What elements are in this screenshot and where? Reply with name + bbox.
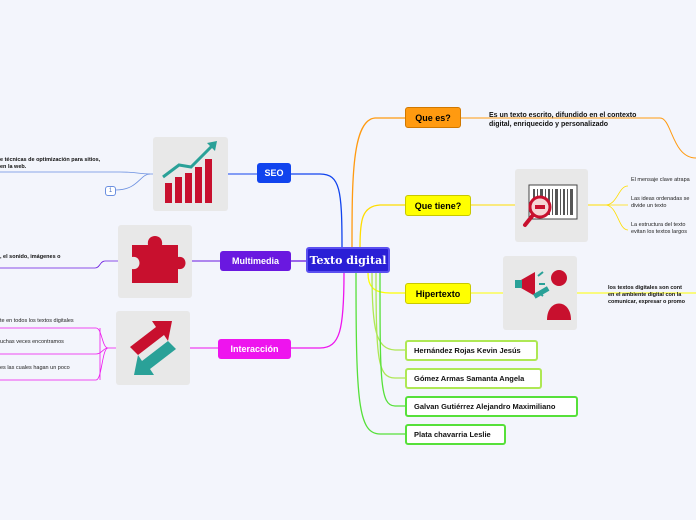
que-tiene-item-3: La estructura del texto evitan los texto… xyxy=(631,222,687,235)
puzzle-piece-icon xyxy=(118,225,192,298)
topic-que-tiene[interactable]: Que tiene? xyxy=(405,195,471,216)
que-tiene-item-1: El mensaje clave atrapa xyxy=(631,177,690,183)
que-tiene-item-2: Las ideas ordenadas se divide un texto xyxy=(631,196,690,209)
interaccion-item: es las cuales hagan un poco xyxy=(0,365,70,371)
central-topic[interactable]: Texto digital xyxy=(306,247,390,273)
hipertexto-description: los textos digitales son cont en el ambi… xyxy=(608,285,686,305)
topic-seo[interactable]: SEO xyxy=(257,163,291,183)
megaphone-person-icon xyxy=(503,256,577,330)
note-count-badge[interactable]: 1 xyxy=(105,186,116,196)
topic-hipertexto[interactable]: Hipertexto xyxy=(405,283,471,304)
barcode-magnifier-icon xyxy=(515,169,588,242)
name-item[interactable]: Hernández Rojas Kevin Jesús xyxy=(405,340,538,361)
topic-que-es[interactable]: Que es? xyxy=(405,107,461,128)
que-es-description: Es un texto escrito, difundido en el con… xyxy=(489,112,637,128)
name-item[interactable]: Gómez Armas Samanta Angela xyxy=(405,368,542,389)
name-item[interactable]: Galvan Gutiérrez Alejandro Maximiliano xyxy=(405,396,578,417)
interaccion-item: uchas veces encontramos xyxy=(0,339,64,345)
topic-multimedia[interactable]: Multimedia xyxy=(220,251,291,271)
arrows-exchange-icon xyxy=(116,311,190,385)
topic-interaccion[interactable]: Interacción xyxy=(218,339,291,359)
name-item[interactable]: Plata chavarria Leslie xyxy=(405,424,506,445)
multimedia-description: , el sonido, imágenes o xyxy=(0,254,61,260)
seo-description: e técnicas de optimización para sitios, … xyxy=(0,157,101,170)
interaccion-item: te en todos los textos digitales xyxy=(0,318,74,324)
growth-chart-icon xyxy=(153,137,228,211)
